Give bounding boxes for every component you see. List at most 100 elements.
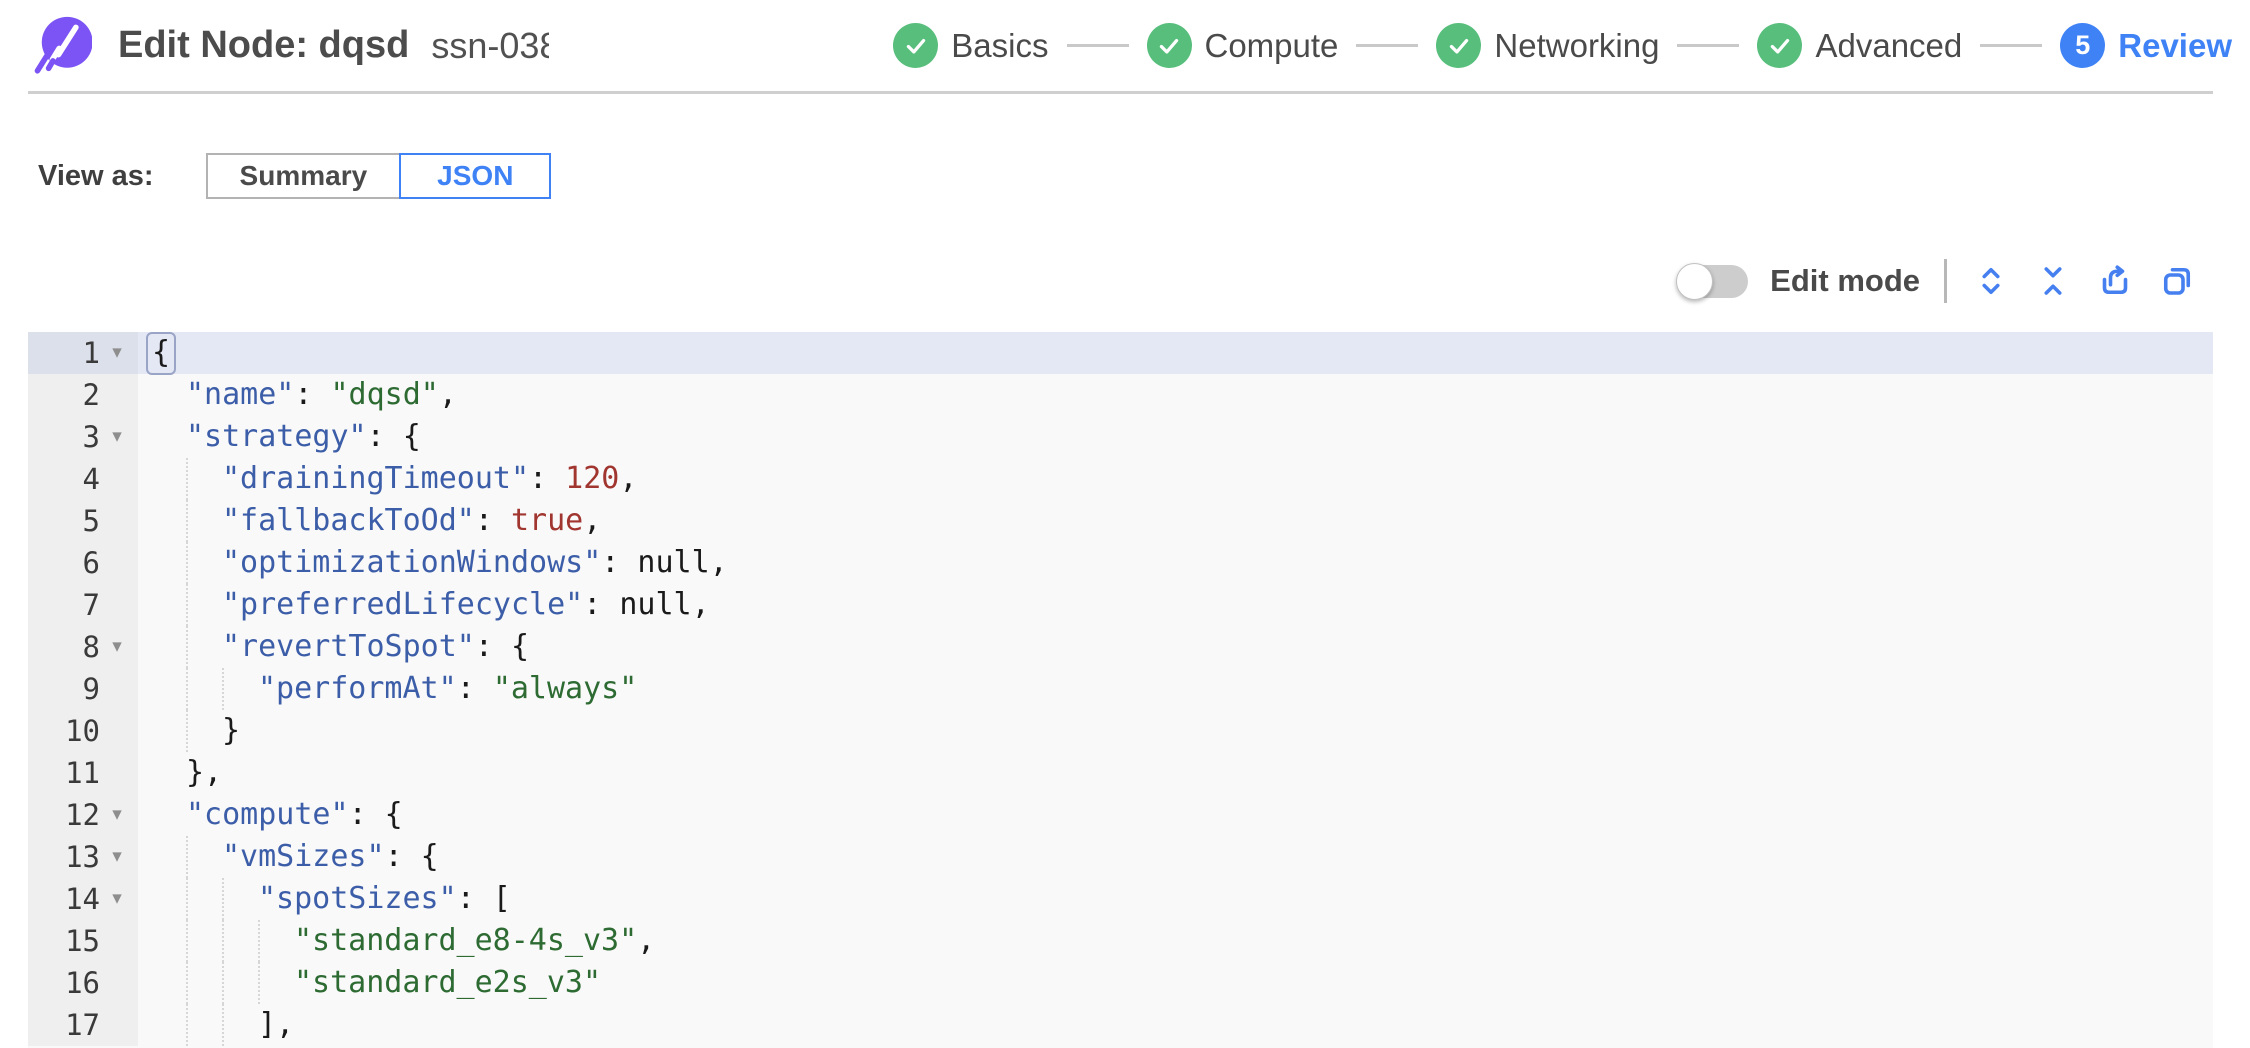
- code-line[interactable]: "drainingTimeout": 120,: [138, 458, 2213, 500]
- editor-gutter-cell: 5: [28, 500, 138, 542]
- step-connector: [1066, 44, 1129, 47]
- code-line[interactable]: },: [138, 752, 2213, 794]
- editor-line[interactable]: 3 ▾ "strategy": {: [28, 416, 2213, 458]
- editor-line[interactable]: 6 "optimizationWindows": null,: [28, 542, 2213, 584]
- spot-logo-icon: [34, 16, 92, 74]
- editor-line[interactable]: 14 ▾ "spotSizes": [: [28, 878, 2213, 920]
- line-number: 5: [82, 504, 100, 538]
- wizard-step-compute[interactable]: Compute: [1146, 23, 1338, 68]
- copy-icon[interactable]: [2159, 263, 2195, 299]
- line-number: 3: [82, 420, 100, 454]
- code-line[interactable]: "preferredLifecycle": null,: [138, 584, 2213, 626]
- wizard-step-review[interactable]: 5 Review: [2060, 23, 2232, 68]
- fold-arrow-icon[interactable]: ▾: [112, 636, 122, 657]
- editor-gutter-cell: 13 ▾: [28, 836, 138, 878]
- expand-all-icon[interactable]: [1973, 263, 2009, 299]
- wizard-stepper: Basics Compute Networking Advanced: [893, 23, 2250, 68]
- code-line[interactable]: "spotSizes": [: [138, 878, 2213, 920]
- check-icon: [1449, 38, 1469, 54]
- editor-line[interactable]: 11 },: [28, 752, 2213, 794]
- editor-line[interactable]: 16 "standard_e2s_v3": [28, 962, 2213, 1004]
- node-id-subtitle: ssn-038: [431, 24, 550, 66]
- json-punctuation: ,: [709, 545, 728, 580]
- editor-line[interactable]: 5 "fallbackToOd": true,: [28, 500, 2213, 542]
- code-line[interactable]: "optimizationWindows": null,: [138, 542, 2213, 584]
- editor-line[interactable]: 4 "drainingTimeout": 120,: [28, 458, 2213, 500]
- json-string-value: "always": [492, 671, 638, 706]
- json-punctuation: : {: [474, 629, 530, 664]
- code-line[interactable]: "performAt": "always": [138, 668, 2213, 710]
- wizard-header: Edit Node: dqsd ssn-038 Basics Compute N…: [0, 0, 2250, 91]
- edit-mode-toggle[interactable]: [1676, 262, 1749, 300]
- code-line[interactable]: "standard_e2s_v3": [138, 962, 2213, 1004]
- wizard-step-basics[interactable]: Basics: [893, 23, 1049, 68]
- collapse-all-icon[interactable]: [2035, 263, 2071, 299]
- page-title: Edit Node: dqsd: [118, 24, 410, 66]
- json-punctuation: :: [529, 461, 566, 496]
- editor-line[interactable]: 12 ▾ "compute": {: [28, 794, 2213, 836]
- fold-arrow-icon[interactable]: ▾: [112, 342, 122, 363]
- code-line[interactable]: }: [138, 710, 2213, 752]
- code-line[interactable]: "compute": {: [138, 794, 2213, 836]
- view-as-label: View as:: [38, 159, 154, 192]
- editor-line[interactable]: 17 ],: [28, 1004, 2213, 1046]
- editor-gutter-cell: 10: [28, 710, 138, 752]
- editor-line[interactable]: 15 "standard_e8-4s_v3",: [28, 920, 2213, 962]
- line-number: 12: [65, 798, 100, 832]
- indent-guide: [258, 920, 260, 962]
- fold-arrow-icon[interactable]: ▾: [112, 426, 122, 447]
- step-label: Basics: [951, 26, 1049, 64]
- json-string-value: "standard_e8-4s_v3": [294, 923, 638, 958]
- editor-line[interactable]: 2 "name": "dqsd",: [28, 374, 2213, 416]
- code-line[interactable]: "standard_e8-4s_v3",: [138, 920, 2213, 962]
- step-label: Review: [2118, 26, 2232, 64]
- editor-line[interactable]: 1 ▾ {: [28, 332, 2213, 375]
- wizard-step-advanced[interactable]: Advanced: [1757, 23, 1962, 68]
- indent-guide: [186, 836, 188, 878]
- export-icon[interactable]: [2097, 263, 2133, 299]
- editor-line[interactable]: 9 "performAt": "always": [28, 668, 2213, 710]
- view-as-option-json[interactable]: JSON: [399, 153, 552, 199]
- fold-arrow-icon[interactable]: ▾: [112, 888, 122, 909]
- code-line[interactable]: "revertToSpot": {: [138, 626, 2213, 668]
- code-line[interactable]: "vmSizes": {: [138, 836, 2213, 878]
- line-number: 16: [65, 966, 100, 1000]
- editor-line[interactable]: 10 }: [28, 710, 2213, 752]
- indent-guide: [222, 962, 224, 1004]
- line-number: 6: [82, 546, 100, 580]
- header-divider: [28, 91, 2213, 94]
- editor-gutter-cell: 14 ▾: [28, 878, 138, 920]
- json-punctuation: ,: [583, 503, 602, 538]
- indent-guide: [186, 920, 188, 962]
- fold-arrow-icon[interactable]: ▾: [112, 846, 122, 867]
- json-key: "performAt": [258, 671, 457, 706]
- json-punctuation: ,: [619, 461, 638, 496]
- editor-toolbar: Edit mode: [0, 257, 2195, 305]
- indent-guide: [258, 962, 260, 1004]
- indent-guide: [186, 668, 188, 710]
- editor-line[interactable]: 7 "preferredLifecycle": null,: [28, 584, 2213, 626]
- wizard-step-networking[interactable]: Networking: [1436, 23, 1659, 68]
- matched-bracket: {: [146, 332, 177, 375]
- fold-arrow-icon[interactable]: ▾: [112, 804, 122, 825]
- code-line[interactable]: "strategy": {: [138, 416, 2213, 458]
- json-punctuation: }: [222, 713, 241, 748]
- json-key: "spotSizes": [258, 881, 457, 916]
- json-punctuation: :: [583, 587, 620, 622]
- json-editor[interactable]: 1 ▾ { 2 "name": "dqsd", 3 ▾ "strategy": …: [28, 332, 2213, 1048]
- edit-mode-label: Edit mode: [1770, 263, 1920, 298]
- editor-line[interactable]: 8 ▾ "revertToSpot": {: [28, 626, 2213, 668]
- json-key: "vmSizes": [222, 839, 385, 874]
- code-line[interactable]: {: [138, 332, 2213, 375]
- code-line[interactable]: "fallbackToOd": true,: [138, 500, 2213, 542]
- editor-line[interactable]: 13 ▾ "vmSizes": {: [28, 836, 2213, 878]
- indent-guide: [186, 542, 188, 584]
- code-line[interactable]: "name": "dqsd",: [138, 374, 2213, 416]
- code-line[interactable]: ],: [138, 1004, 2213, 1046]
- json-punctuation: ,: [637, 923, 656, 958]
- line-number: 2: [82, 378, 100, 412]
- json-string-value: "dqsd": [330, 377, 439, 412]
- view-as-option-summary[interactable]: Summary: [205, 153, 402, 199]
- editor-gutter-cell: 15: [28, 920, 138, 962]
